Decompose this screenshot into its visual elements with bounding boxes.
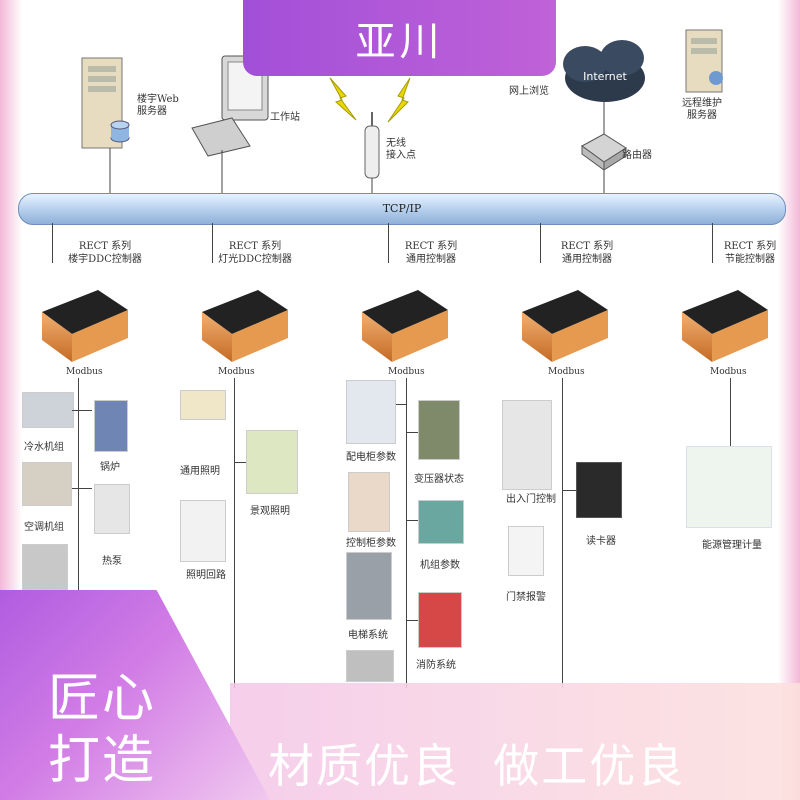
branch-line-4: [562, 378, 563, 688]
landscape-lighting-image: [246, 430, 298, 494]
branch-tick: [72, 410, 92, 411]
slogan-bottom: 材质优良 做工优良: [268, 739, 686, 793]
controller-title: RECT 系列 楼宇DDC控制器: [68, 241, 142, 265]
controller-title: RECT 系列 通用控制器: [560, 241, 614, 265]
modbus-label: Modbus: [548, 367, 585, 377]
general-lighting-label: 通用照明: [180, 466, 220, 477]
modbus-label: Modbus: [66, 367, 103, 377]
wireless-ap-label: 无线 接入点: [386, 138, 416, 161]
unit-image: [418, 500, 464, 544]
branch-line-2: [234, 378, 235, 688]
heat-pump-image: [94, 484, 130, 534]
energy-management-image: [686, 446, 772, 528]
controller-title: RECT 系列 通用控制器: [404, 241, 458, 265]
control-cabinet-image: [348, 472, 390, 532]
heat-pump-label: 热泵: [102, 556, 122, 567]
fire-label: 消防系统: [416, 660, 456, 671]
wireless-ap-icon: [364, 112, 380, 179]
remote-server-label: 远程维护 服务器: [682, 98, 722, 121]
chiller-label: 冷水机组: [24, 442, 64, 453]
modbus-label: Modbus: [388, 367, 425, 377]
controller-device-icon: [682, 290, 768, 362]
ctrl-drop-1: [52, 223, 53, 263]
card-reader-image: [576, 462, 622, 518]
branch-tick: [406, 620, 418, 621]
controller-device-icon: [362, 290, 448, 362]
boiler-label: 锅炉: [100, 462, 120, 473]
branch-tick: [234, 462, 246, 463]
controller-device-icon: [42, 290, 128, 362]
control-cabinet-label: 控制柜参数: [346, 538, 396, 549]
ahu-label: 空调机组: [24, 522, 64, 533]
controller-title: RECT 系列 灯光DDC控制器: [218, 241, 292, 265]
elevator-label: 电梯系统: [348, 630, 388, 641]
brand-title: 亚川: [355, 19, 444, 65]
ahu-image: [22, 462, 72, 506]
door-alarm-image: [508, 526, 544, 576]
unit-params-label: 机组参数: [420, 560, 460, 571]
door-alarm-label: 门禁报警: [506, 592, 546, 603]
controller-device-icon: [522, 290, 608, 362]
tcp-ip-bus: TCP/IP: [18, 193, 786, 225]
remote-server-icon: [685, 29, 723, 93]
device-image: [346, 650, 394, 682]
ctrl-drop-5: [712, 223, 713, 263]
card-reader-label: 读卡器: [586, 536, 616, 547]
chiller-image: [22, 392, 74, 428]
equipment-image: [22, 544, 68, 590]
branch-line-1: [78, 378, 79, 688]
router-icon: [581, 133, 627, 171]
brand-banner: 亚川: [243, 0, 556, 76]
promo-bottom-band: [230, 683, 800, 800]
ctrl-drop-2: [212, 223, 213, 263]
access-door-image: [502, 400, 552, 490]
controller-device-icon: [202, 290, 288, 362]
landscape-lighting-label: 景观照明: [250, 506, 290, 517]
modbus-label: Modbus: [218, 367, 255, 377]
branch-tick: [562, 490, 576, 491]
router-label: 路由器: [622, 150, 652, 161]
access-label: 出入门控制: [506, 494, 556, 505]
fire-image: [418, 592, 462, 648]
power-cabinet-label: 配电柜参数: [346, 452, 396, 463]
controllers-layer: [42, 290, 768, 362]
online-browse-label: 网上浏览: [509, 86, 549, 97]
branch-tick: [406, 520, 418, 521]
branch-tick: [406, 432, 418, 433]
branch-line-5: [730, 378, 731, 448]
energy-label: 能源管理计量: [702, 540, 762, 551]
internet-cloud-icon: [563, 40, 645, 102]
workstation-label: 工作站: [270, 112, 300, 123]
web-server-label: 楼宇Web 服务器: [137, 94, 179, 117]
modbus-label: Modbus: [710, 367, 747, 377]
branch-tick: [72, 488, 92, 489]
slogan-left: 匠心 打造: [48, 669, 157, 791]
web-server-icon: [81, 57, 130, 149]
ctrl-drop-4: [540, 223, 541, 263]
power-cabinet-image: [346, 380, 396, 444]
boiler-image: [94, 400, 128, 452]
lightning-icon: [329, 77, 411, 123]
bus-label: TCP/IP: [382, 202, 422, 215]
transformer-image: [418, 400, 460, 460]
elevator-image: [346, 552, 392, 620]
controller-title: RECT 系列 节能控制器: [723, 241, 777, 265]
lighting-circuit-image: [180, 500, 226, 562]
lighting-circuit-label: 照明回路: [186, 570, 226, 581]
general-lighting-image: [180, 390, 226, 420]
branch-tick: [396, 404, 406, 405]
transformer-label: 变压器状态: [414, 474, 464, 485]
branch-line-3: [406, 378, 407, 688]
internet-label: Internet: [583, 70, 627, 83]
ctrl-drop-3: [388, 223, 389, 263]
